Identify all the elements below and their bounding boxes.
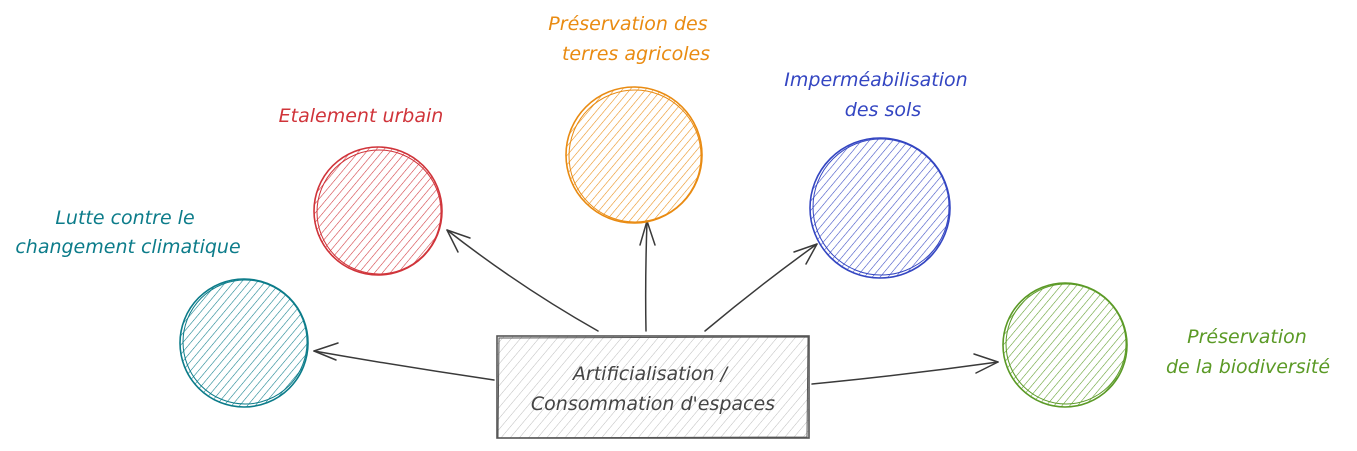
center-box-sketch-outline [497, 336, 809, 439]
arrow-to-biodiversite [811, 353, 999, 385]
center-box-outline [496, 335, 810, 439]
arrow-to-lutte [313, 342, 495, 381]
label-impermeabilisation-line-2: des sols [845, 99, 921, 121]
center-label: Artificialisation / Consommation d'espac… [531, 363, 775, 415]
node-terres: Préservation des terres agricoles [548, 13, 713, 224]
label-terres-line-2: terres agricoles [562, 43, 710, 65]
node-etalement: Etalement urbain [279, 105, 444, 276]
arrow-to-impermeabilisation [704, 243, 818, 332]
circle-impermeabilisation [809, 137, 951, 279]
label-etalement: Etalement urbain [279, 105, 444, 127]
circle-impermeabilisation-sketch [812, 138, 950, 276]
arrow-to-etalement [446, 229, 599, 332]
label-terres-line-1: Préservation des [548, 13, 707, 35]
label-impermeabilisation: Imperméabilisation des sols [784, 69, 973, 121]
circle-biodiversite-sketch [1005, 283, 1127, 405]
arrows-group [313, 220, 999, 385]
label-impermeabilisation-line-1: Imperméabilisation [784, 69, 967, 91]
arrow-to-terres [639, 220, 656, 332]
label-lutte-line-1: Lutte contre le [55, 207, 194, 229]
label-lutte-line-2: changement climatique [15, 236, 240, 258]
center-box-fill [497, 336, 809, 438]
circle-biodiversite [1002, 282, 1128, 408]
label-etalement-line-1: Etalement urbain [279, 105, 444, 127]
circle-lutte [179, 278, 309, 408]
circle-etalement [313, 146, 443, 276]
center-label-line-2: Consommation d'espaces [531, 393, 775, 415]
label-terres: Préservation des terres agricoles [548, 13, 713, 65]
center-box: Artificialisation / Consommation d'espac… [496, 335, 810, 439]
node-impermeabilisation: Imperméabilisation des sols [784, 69, 973, 279]
node-biodiversite: Préservation de la biodiversité [1002, 282, 1330, 408]
node-lutte: Lutte contre le changement climatique [15, 207, 309, 408]
label-biodiversite: Préservation de la biodiversité [1166, 326, 1330, 378]
label-lutte: Lutte contre le changement climatique [15, 207, 240, 258]
circle-etalement-sketch [316, 149, 442, 275]
label-biodiversite-line-1: Préservation [1187, 326, 1307, 348]
circle-terres-sketch [568, 89, 702, 223]
label-biodiversite-line-2: de la biodiversité [1166, 356, 1330, 378]
circle-lutte-sketch [182, 279, 308, 405]
circle-terres [565, 86, 703, 224]
center-label-line-1: Artificialisation / [571, 363, 730, 385]
